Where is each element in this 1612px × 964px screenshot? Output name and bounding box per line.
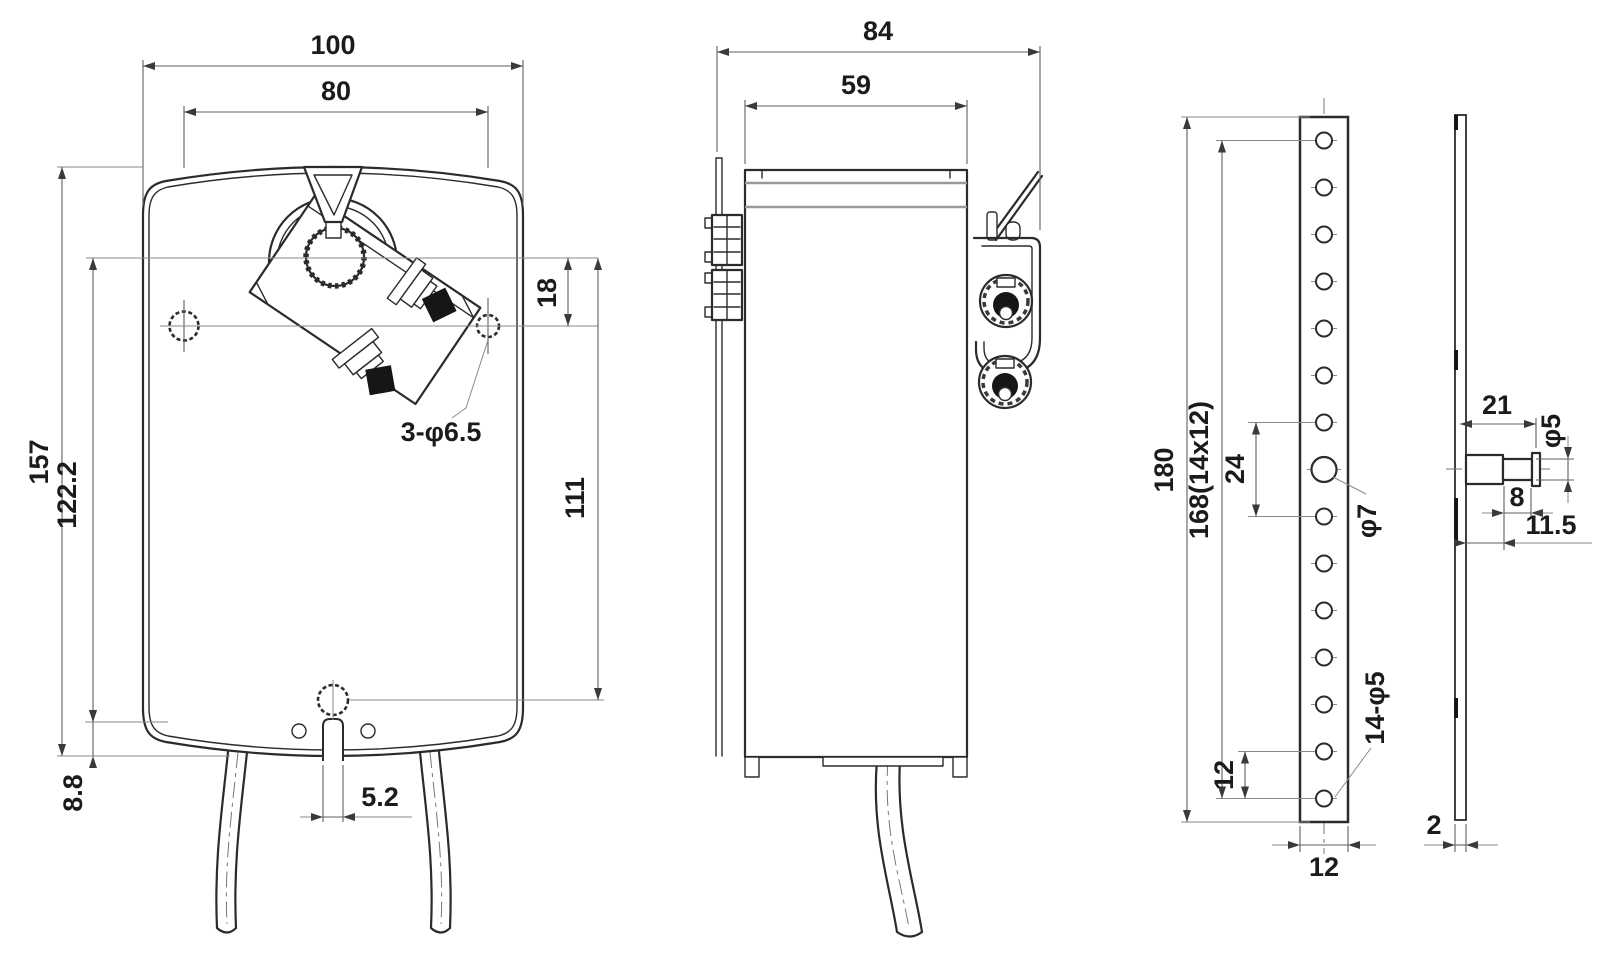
small-hole-left — [291, 723, 307, 739]
side-view — [704, 157, 1044, 938]
dim-front-center-height: 122.2 — [52, 461, 82, 529]
side-shaft-clamp — [704, 213, 744, 322]
label-front-mount-holes: 3-φ6.5 — [401, 417, 482, 447]
dim-bracket-hole-pitch: 12 — [1209, 760, 1239, 790]
front-cables — [215, 750, 452, 934]
shaft-clamp — [248, 165, 482, 406]
side-view-dimensions: 84 59 — [716, 16, 1041, 230]
side-body — [743, 168, 969, 759]
dim-bracket-double-pitch: 24 — [1220, 454, 1250, 484]
bracket-small-holes — [1315, 131, 1333, 808]
dim-bracket-hole-pattern: 168(14x12) — [1184, 401, 1214, 539]
bracket-pin — [1464, 451, 1542, 488]
bracket-side-view — [1446, 114, 1550, 821]
dim-front-holes-span: 111 — [560, 477, 590, 519]
front-view-dimensions: 100 80 157 122.2 8.8 5.2 18 111 3-φ6.5 — [24, 30, 604, 822]
dim-pin-diameter: φ5 — [1536, 414, 1566, 448]
front-view — [141, 165, 525, 934]
label-bracket-center-hole: φ7 — [1352, 504, 1382, 538]
clamp-bolt-2 — [331, 327, 396, 396]
dim-front-shaft-to-holes: 18 — [532, 278, 562, 308]
dim-front-overall-height: 157 — [24, 439, 54, 484]
serrated-shaft-hole — [303, 225, 367, 289]
dim-front-overall-width: 100 — [310, 30, 355, 60]
dim-pin-base-length: 11.5 — [1525, 510, 1576, 540]
dim-front-notch-width: 5.2 — [361, 782, 399, 812]
bracket-front-dimensions: 180 168(14x12) 24 12 φ7 14-φ5 12 — [1149, 116, 1390, 882]
side-bracket — [972, 170, 1044, 374]
dim-pin-tip-length: 8 — [1509, 482, 1524, 512]
bracket-front-view — [1298, 98, 1350, 854]
dim-front-hole-spacing: 80 — [321, 76, 351, 106]
dim-bracket-overall-length: 180 — [1149, 447, 1179, 492]
clamp-bolt-1 — [386, 257, 457, 323]
label-bracket-small-holes: 14-φ5 — [1360, 671, 1390, 744]
dim-pin-length: 21 — [1482, 390, 1512, 420]
bracket-side-dimensions: 21 φ5 8 11.5 2 — [1424, 390, 1592, 852]
cable-notch — [322, 718, 344, 761]
cable-gland-bottom — [977, 354, 1033, 410]
dim-plate-thickness: 2 — [1426, 810, 1441, 840]
bracket-center-hole — [1310, 455, 1338, 484]
small-hole-right — [360, 723, 376, 739]
dim-side-body-depth: 59 — [841, 70, 871, 100]
dim-side-overall-depth: 84 — [863, 16, 893, 46]
actuator-body-inner-line — [148, 172, 518, 751]
cable-gland-top — [978, 273, 1034, 329]
dim-front-base-offset: 8.8 — [58, 774, 88, 812]
dim-bracket-width: 12 — [1309, 852, 1339, 882]
position-pointer — [302, 165, 364, 239]
